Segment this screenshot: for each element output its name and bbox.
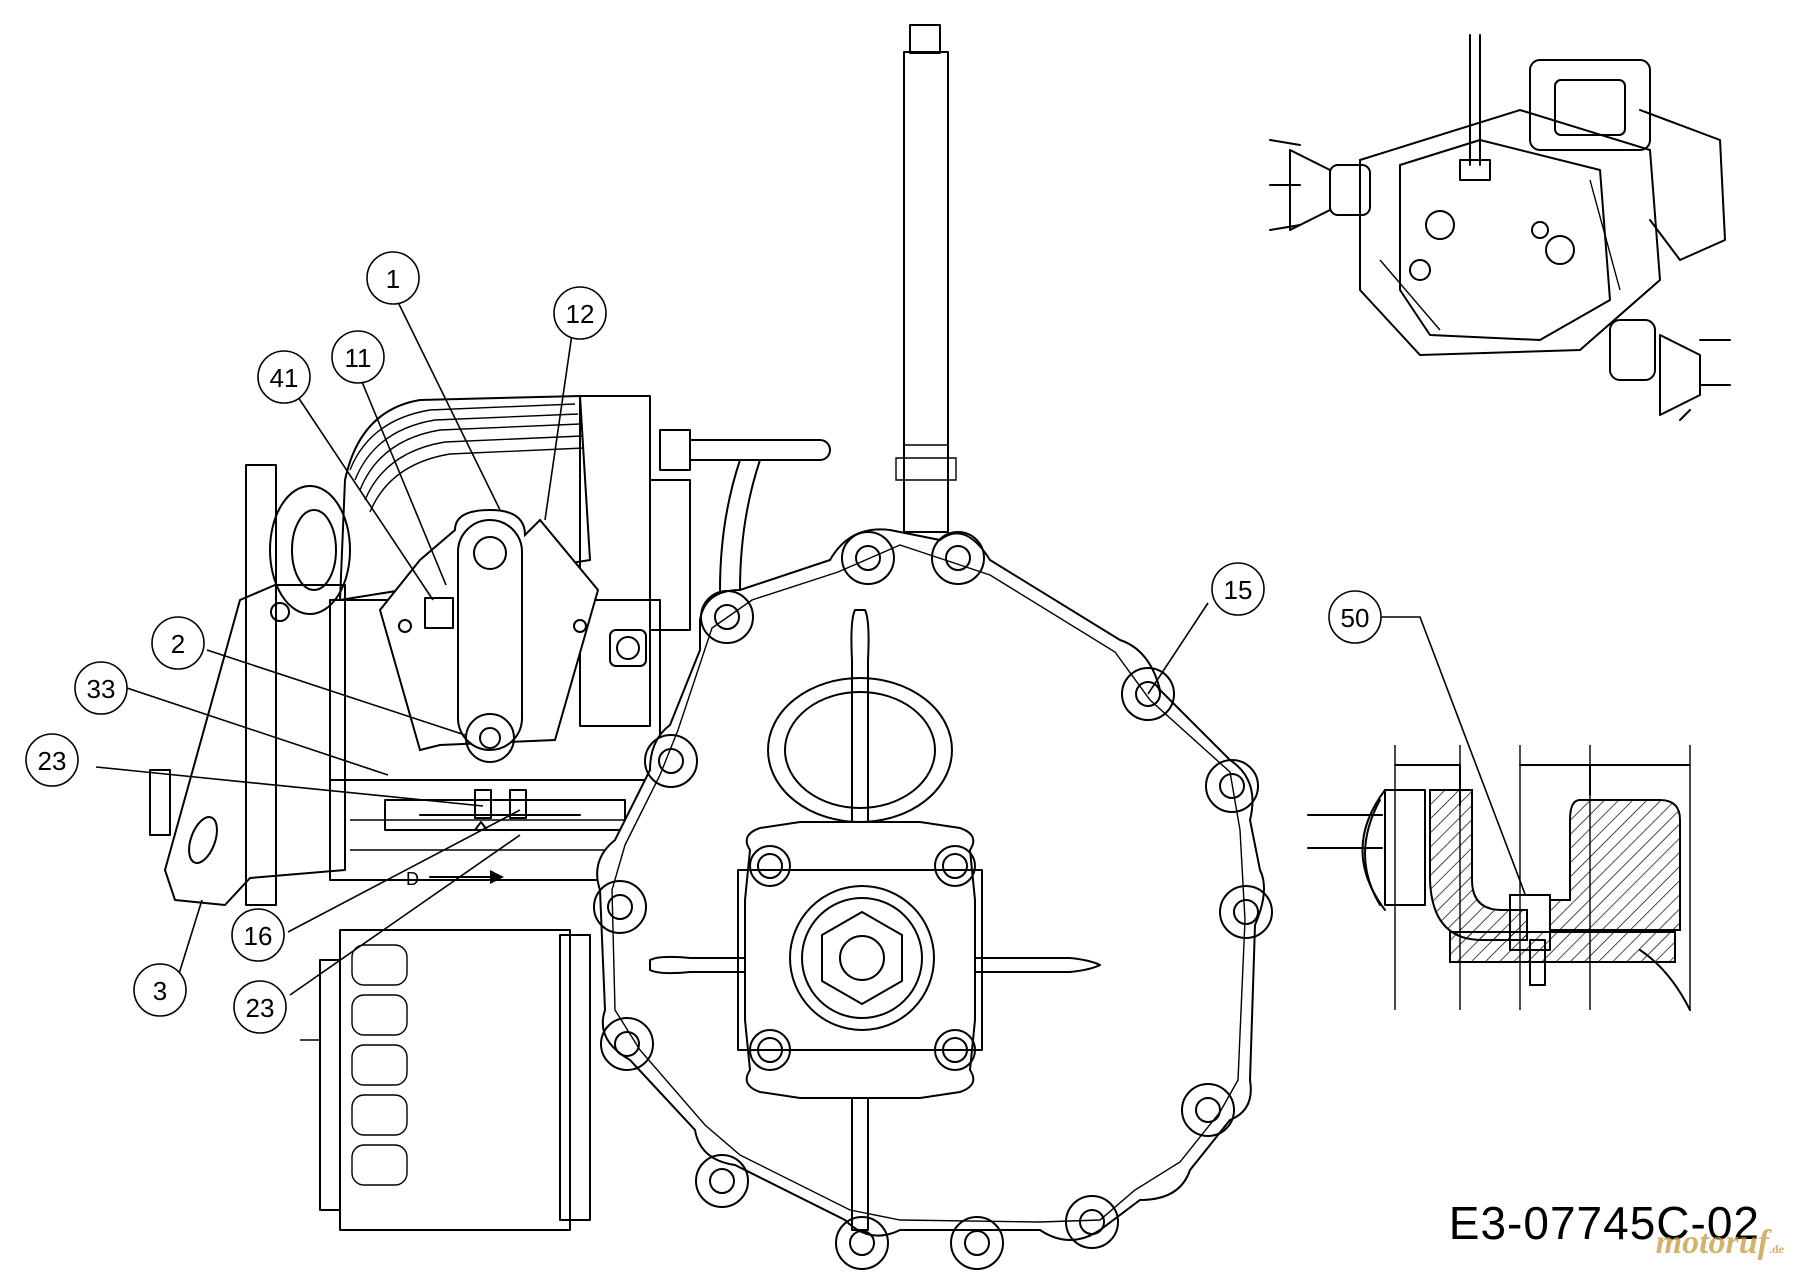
linkage-rod: [384, 789, 626, 831]
callout-11: 11: [331, 330, 385, 384]
callout-23a: 23: [25, 733, 79, 787]
svg-text:23: 23: [246, 993, 275, 1023]
svg-text:50: 50: [1341, 603, 1370, 633]
filter-canister: [300, 929, 591, 1231]
drawing-code: E3-07745C-02: [1448, 1197, 1760, 1249]
svg-text:16: 16: [244, 921, 273, 951]
callout-41: 41: [257, 350, 311, 404]
leader-lines: [95, 295, 1526, 996]
direction-arrowhead: [490, 870, 504, 884]
callout-16: 16: [231, 908, 285, 962]
svg-text:2: 2: [171, 629, 185, 659]
svg-text:23: 23: [38, 746, 67, 776]
section-detail: [1307, 745, 1691, 1011]
input-shaft: [895, 24, 957, 533]
callout-50: 50: [1328, 590, 1382, 644]
control-arm: [378, 508, 647, 763]
cover-bolts: [593, 531, 1273, 1270]
watermark-logo: motoruf.de: [1656, 1224, 1784, 1262]
svg-text:12: 12: [566, 299, 595, 329]
callout-2: 2: [151, 616, 205, 670]
assembly-thumbnail: [1269, 34, 1731, 421]
callout-33: 33: [74, 661, 128, 715]
mounting-bracket: [149, 584, 346, 906]
svg-text:1: 1: [386, 264, 400, 294]
hydro-pump-housing: [245, 395, 831, 906]
svg-text:11: 11: [345, 343, 372, 373]
callout-23b: 23: [233, 980, 287, 1034]
callout-1: 1: [366, 251, 420, 305]
svg-text:41: 41: [270, 363, 299, 393]
svg-text:15: 15: [1224, 575, 1253, 605]
watermark-tld: .de: [1769, 1242, 1784, 1256]
callout-3: 3: [133, 963, 187, 1017]
svg-text:33: 33: [87, 674, 116, 704]
direction-label: D: [406, 869, 419, 889]
callout-15: 15: [1211, 562, 1265, 616]
callout-12: 12: [553, 286, 607, 340]
gearbox-cover: [593, 528, 1273, 1270]
svg-text:3: 3: [153, 976, 167, 1006]
watermark-brand: motoruf: [1655, 1224, 1769, 1261]
